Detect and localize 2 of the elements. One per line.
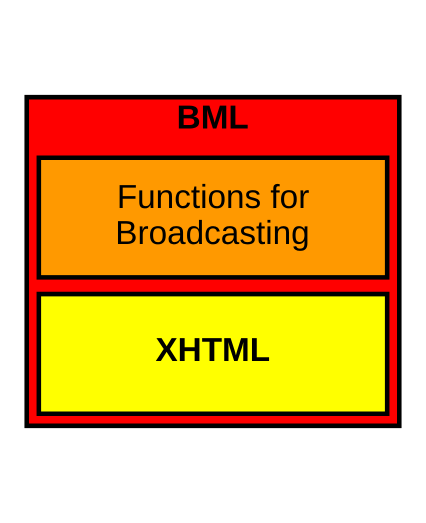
node-box: XHTML <box>36 292 390 416</box>
node-box: Functions for Broadcasting <box>36 155 390 280</box>
